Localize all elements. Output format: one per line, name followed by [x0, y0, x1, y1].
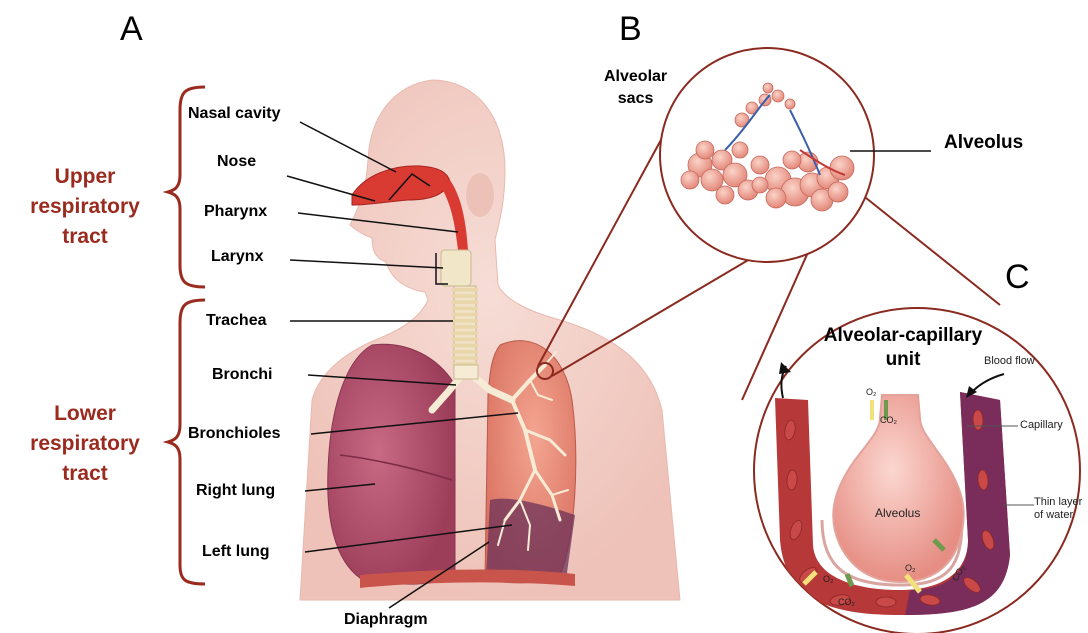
label-capillary: Capillary — [1020, 419, 1063, 431]
upper-respiratory-tract-label: Upper respiratory tract — [10, 162, 160, 252]
trachea-ring — [452, 313, 478, 317]
alveolar-sac — [772, 90, 784, 102]
alveolar-sacs-line-2: sacs — [604, 88, 667, 110]
panel-label-a: A — [120, 10, 143, 49]
alveolar-sac — [752, 177, 768, 193]
label-o2-top: O₂ — [866, 387, 877, 397]
alveolar-sacs-line-1: Alveolar — [604, 66, 667, 88]
lower-respiratory-tract-label: Lower respiratory tract — [10, 399, 160, 489]
label-trachea: Trachea — [206, 312, 266, 330]
label-alveolus-b: Alveolus — [944, 132, 1023, 154]
thin-layer-line-1: Thin layer — [1034, 496, 1082, 509]
label-bronchi: Bronchi — [212, 366, 272, 384]
label-thin-layer-of-water: Thin layer of water — [1034, 496, 1082, 522]
trachea-rings — [452, 286, 478, 368]
label-o2-right: O₂ — [905, 563, 916, 573]
label-right-lung: Right lung — [196, 482, 275, 500]
alveolar-sac — [766, 188, 786, 208]
label-left-lung: Left lung — [202, 543, 270, 561]
alveolar-sac — [751, 156, 769, 174]
alveolar-sac — [785, 99, 795, 109]
red-blood-cell — [973, 410, 984, 430]
upper-line-3: tract — [10, 222, 160, 252]
alveolar-sac — [763, 83, 773, 93]
label-co2-top: CO₂ — [880, 415, 897, 425]
label-larynx: Larynx — [211, 248, 263, 266]
trachea-ring — [452, 331, 478, 335]
label-pharynx: Pharynx — [204, 203, 267, 221]
trachea-ring — [452, 350, 478, 354]
lower-line-2: respiratory — [10, 429, 160, 459]
label-alveolar-sacs: Alveolar sacs — [604, 66, 667, 110]
red-blood-cell — [876, 597, 896, 607]
brackets — [168, 87, 205, 584]
trachea-ring — [452, 294, 478, 298]
trachea-ring — [452, 288, 478, 292]
title-line-2: unit — [808, 348, 998, 372]
thin-layer-line-2: of water — [1034, 509, 1082, 522]
label-o2-left: O₂ — [823, 574, 834, 584]
trachea-ring — [452, 344, 478, 348]
trachea-ring — [452, 325, 478, 329]
alveolar-sac — [716, 186, 734, 204]
upper-line-1: Upper — [10, 162, 160, 192]
panel-label-b: B — [619, 10, 642, 49]
alveolar-sac — [830, 156, 854, 180]
upper-line-2: respiratory — [10, 192, 160, 222]
trachea-ring — [452, 319, 478, 323]
title-line-1: Alveolar-capillary — [808, 324, 998, 348]
alveolar-sac — [783, 151, 801, 169]
trachea-ring — [452, 338, 478, 342]
label-bronchioles: Bronchioles — [188, 425, 280, 443]
alveolar-sac — [732, 142, 748, 158]
trachea-ring — [452, 300, 478, 304]
label-nasal-cavity: Nasal cavity — [188, 105, 281, 123]
alveolar-sac — [828, 182, 848, 202]
panel-label-c: C — [1005, 258, 1030, 297]
alveolar-capillary-title: Alveolar-capillary unit — [808, 324, 998, 372]
label-alveolus-c: Alveolus — [875, 506, 920, 520]
trachea-ring — [452, 307, 478, 311]
label-blood-flow: Blood flow — [984, 355, 1035, 367]
trachea-ring — [452, 356, 478, 360]
label-diaphragm: Diaphragm — [344, 611, 428, 629]
lower-line-3: tract — [10, 459, 160, 489]
lower-line-1: Lower — [10, 399, 160, 429]
alveoli-circle — [660, 48, 874, 262]
label-nose: Nose — [217, 153, 256, 171]
alveolar-sac — [696, 141, 714, 159]
alveolar-sac — [681, 171, 699, 189]
label-co2-bottom: CO₂ — [838, 597, 855, 607]
